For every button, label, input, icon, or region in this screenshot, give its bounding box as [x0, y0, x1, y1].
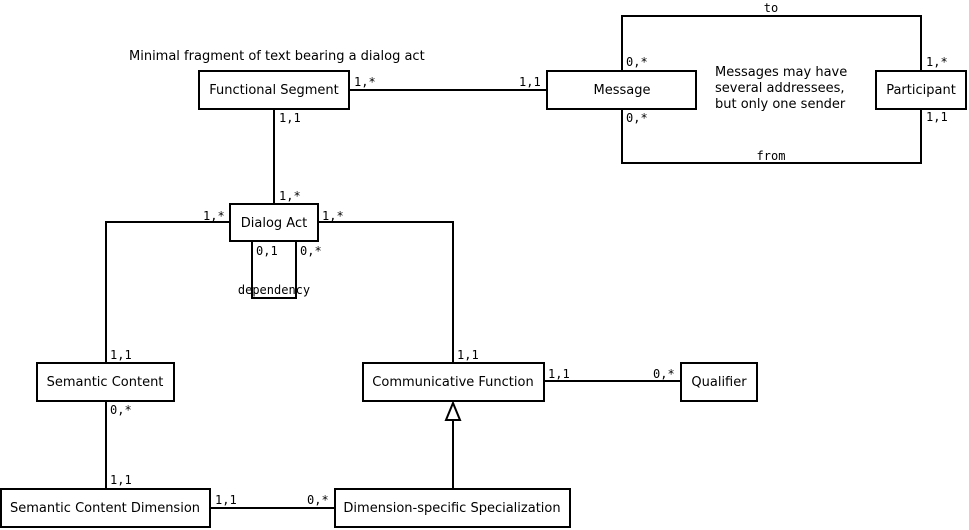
class-label-dialog-act: Dialog Act	[241, 216, 307, 231]
role-dependency: dependency	[238, 283, 310, 297]
class-label-qualifier: Qualifier	[691, 375, 747, 390]
multiplicity-act-to-content: 1,*	[203, 209, 225, 223]
generalization-arrowhead	[444, 400, 462, 421]
multiplicity-participant-to-end: 1,*	[926, 55, 948, 69]
multiplicity-content-from-act: 1,1	[110, 348, 132, 362]
multiplicity-message-from-end: 0,*	[626, 111, 648, 125]
class-communicative-function[interactable]: Communicative Function	[362, 362, 545, 402]
class-label-semantic-content: Semantic Content	[47, 375, 164, 390]
class-dialog-act[interactable]: Dialog Act	[229, 203, 319, 242]
class-label-message: Message	[594, 83, 651, 98]
class-functional-segment[interactable]: Functional Segment	[198, 70, 350, 110]
class-label-participant: Participant	[886, 83, 956, 98]
class-semantic-content[interactable]: Semantic Content	[36, 362, 175, 402]
multiplicity-function-to-qualifier: 1,1	[548, 367, 570, 381]
note-message-line-2: several addressees,	[715, 81, 845, 96]
role-to: to	[764, 1, 778, 15]
class-semantic-content-dimension[interactable]: Semantic Content Dimension	[0, 488, 211, 528]
role-from: from	[757, 149, 786, 163]
class-qualifier[interactable]: Qualifier	[680, 362, 758, 402]
dialog-act-semantic-content-association	[105, 221, 230, 363]
multiplicity-dimension-from-content: 1,1	[110, 473, 132, 487]
note-message-line-1: Messages may have	[715, 65, 847, 80]
multiplicity-act-to-function: 1,*	[322, 209, 344, 223]
multiplicity-qualifier-from-function: 0,*	[653, 367, 675, 381]
multiplicity-content-to-dimension: 0,*	[110, 403, 132, 417]
multiplicity-segment-to-act: 1,1	[279, 111, 301, 125]
class-participant[interactable]: Participant	[875, 70, 967, 110]
multiplicity-dependency-left: 0,1	[256, 244, 278, 258]
note-message-line-3: but only one sender	[715, 97, 846, 112]
class-dimension-specific-specialization[interactable]: Dimension-specific Specialization	[334, 488, 571, 528]
message-participant-to-association	[621, 15, 922, 71]
multiplicity-segment-to-message: 1,*	[354, 75, 376, 89]
multiplicity-dependency-right: 0,*	[300, 244, 322, 258]
multiplicity-function-from-act: 1,1	[457, 348, 479, 362]
note-functional-segment: Minimal fragment of text bearing a dialo…	[129, 49, 425, 64]
multiplicity-participant-from-end: 1,1	[926, 110, 948, 124]
class-label-communicative-function: Communicative Function	[372, 375, 533, 390]
class-label-dimension-specific-specialization: Dimension-specific Specialization	[343, 501, 560, 516]
class-message[interactable]: Message	[546, 70, 697, 110]
dialog-act-function-association	[318, 221, 454, 363]
dialog-act-dependency-association	[251, 241, 297, 299]
multiplicity-act-from-segment: 1,*	[279, 189, 301, 203]
multiplicity-message-to-end: 0,*	[626, 55, 648, 69]
class-label-functional-segment: Functional Segment	[209, 83, 339, 98]
multiplicity-dimension-to-specialization: 1,1	[215, 493, 237, 507]
multiplicity-specialization-from-dimension: 0,*	[307, 493, 329, 507]
multiplicity-message-from-segment: 1,1	[519, 75, 541, 89]
message-participant-from-association	[621, 109, 922, 164]
class-label-semantic-content-dimension: Semantic Content Dimension	[10, 501, 200, 516]
